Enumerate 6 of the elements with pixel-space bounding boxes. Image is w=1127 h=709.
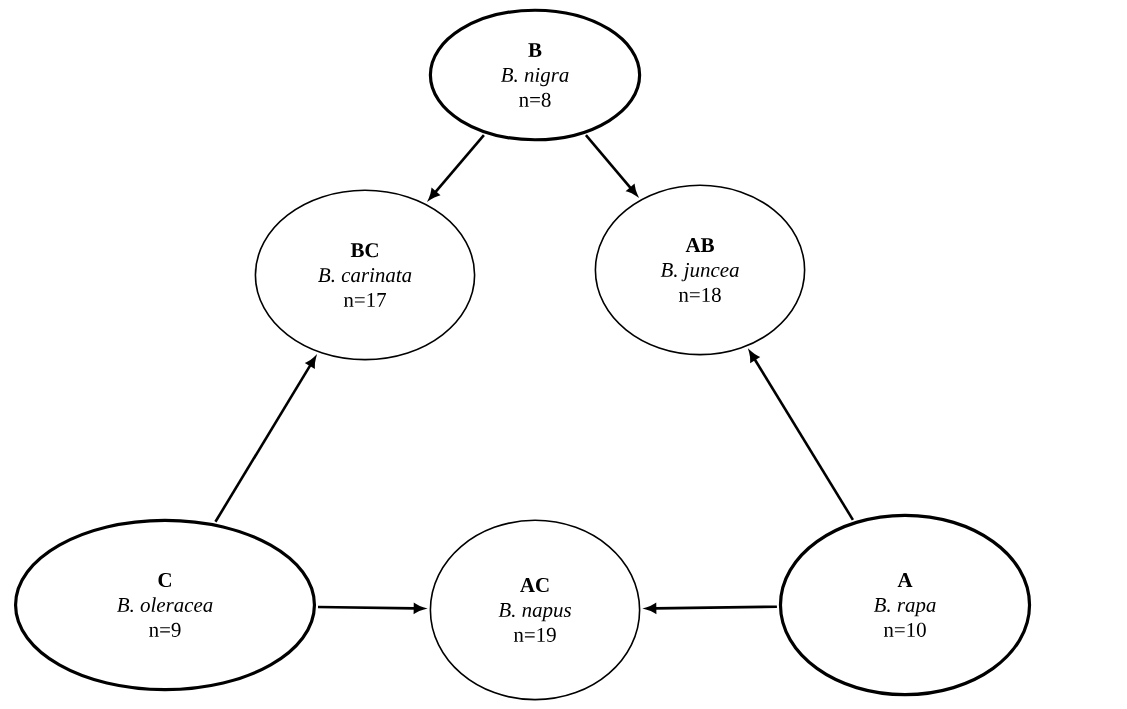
arrow [645, 603, 777, 614]
arrow [428, 134, 485, 200]
arrow [584, 134, 638, 196]
arrow [749, 350, 854, 521]
arrow [214, 356, 316, 523]
arrow [317, 603, 425, 614]
